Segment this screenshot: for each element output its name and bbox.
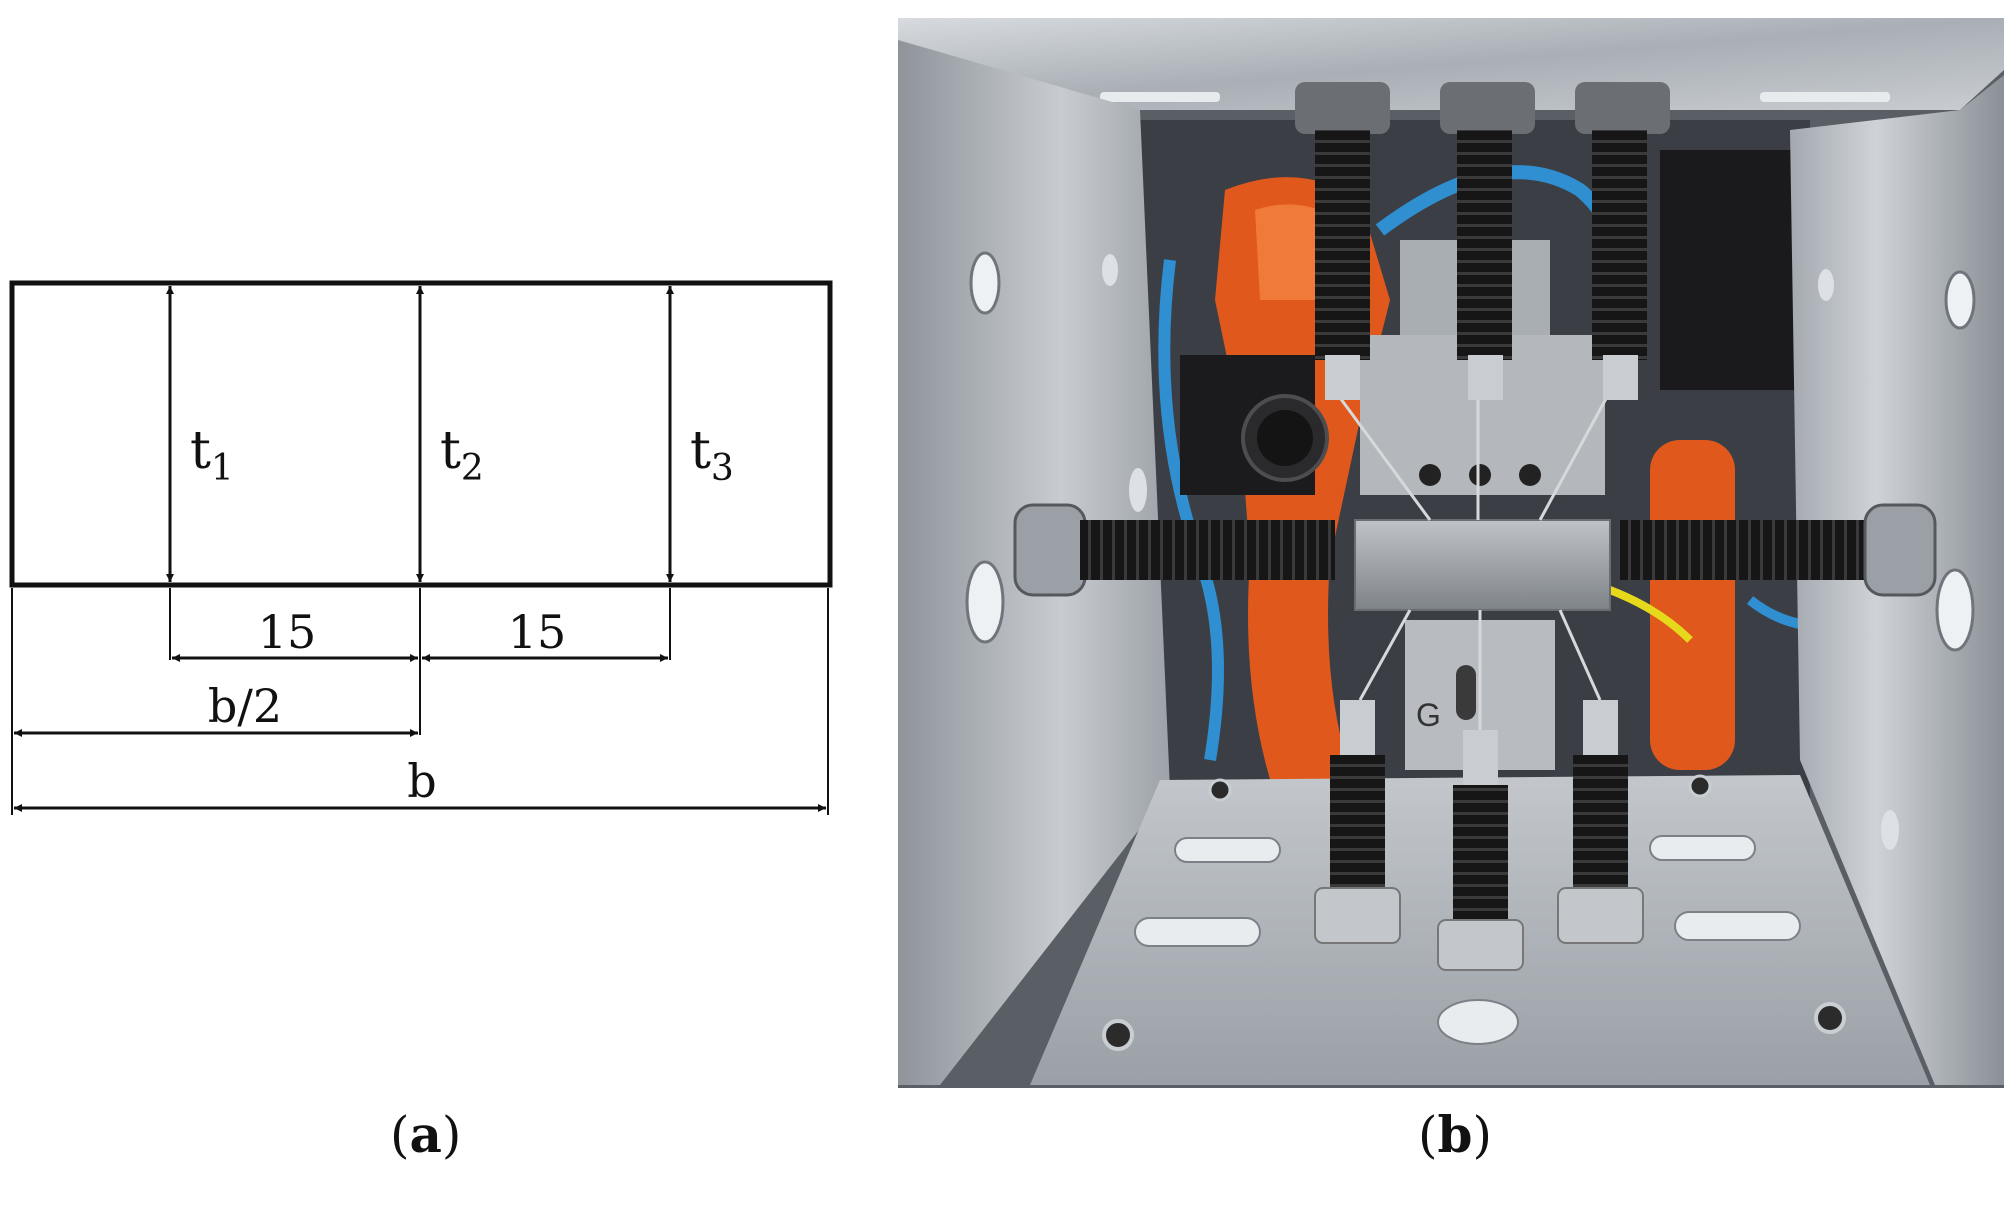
label-width: b <box>407 754 436 808</box>
top-bellows-sensors <box>1295 82 1670 400</box>
bottom-bellows-sensors <box>1314 700 1644 971</box>
caption-b: (b) <box>1418 1105 1492 1164</box>
label-t1: t1 <box>190 421 234 489</box>
caption-a: (a) <box>390 1105 462 1164</box>
label-t3: t3 <box>690 421 734 489</box>
specimen-block <box>1354 519 1611 611</box>
specimen-cross-section <box>9 280 833 588</box>
plate-letter: G <box>1416 697 1441 733</box>
label-spacing-2: 15 <box>508 605 567 659</box>
top-plate <box>898 18 2004 110</box>
label-spacing-1: 15 <box>258 605 317 659</box>
dimension-diagram: t1 t2 t3 15 15 b/2 b <box>9 280 833 815</box>
label-t2: t2 <box>440 421 484 489</box>
label-half-width: b/2 <box>208 679 282 733</box>
side-bellows-sensors <box>1013 503 1937 597</box>
photo-test-fixture: G <box>898 18 2004 1088</box>
